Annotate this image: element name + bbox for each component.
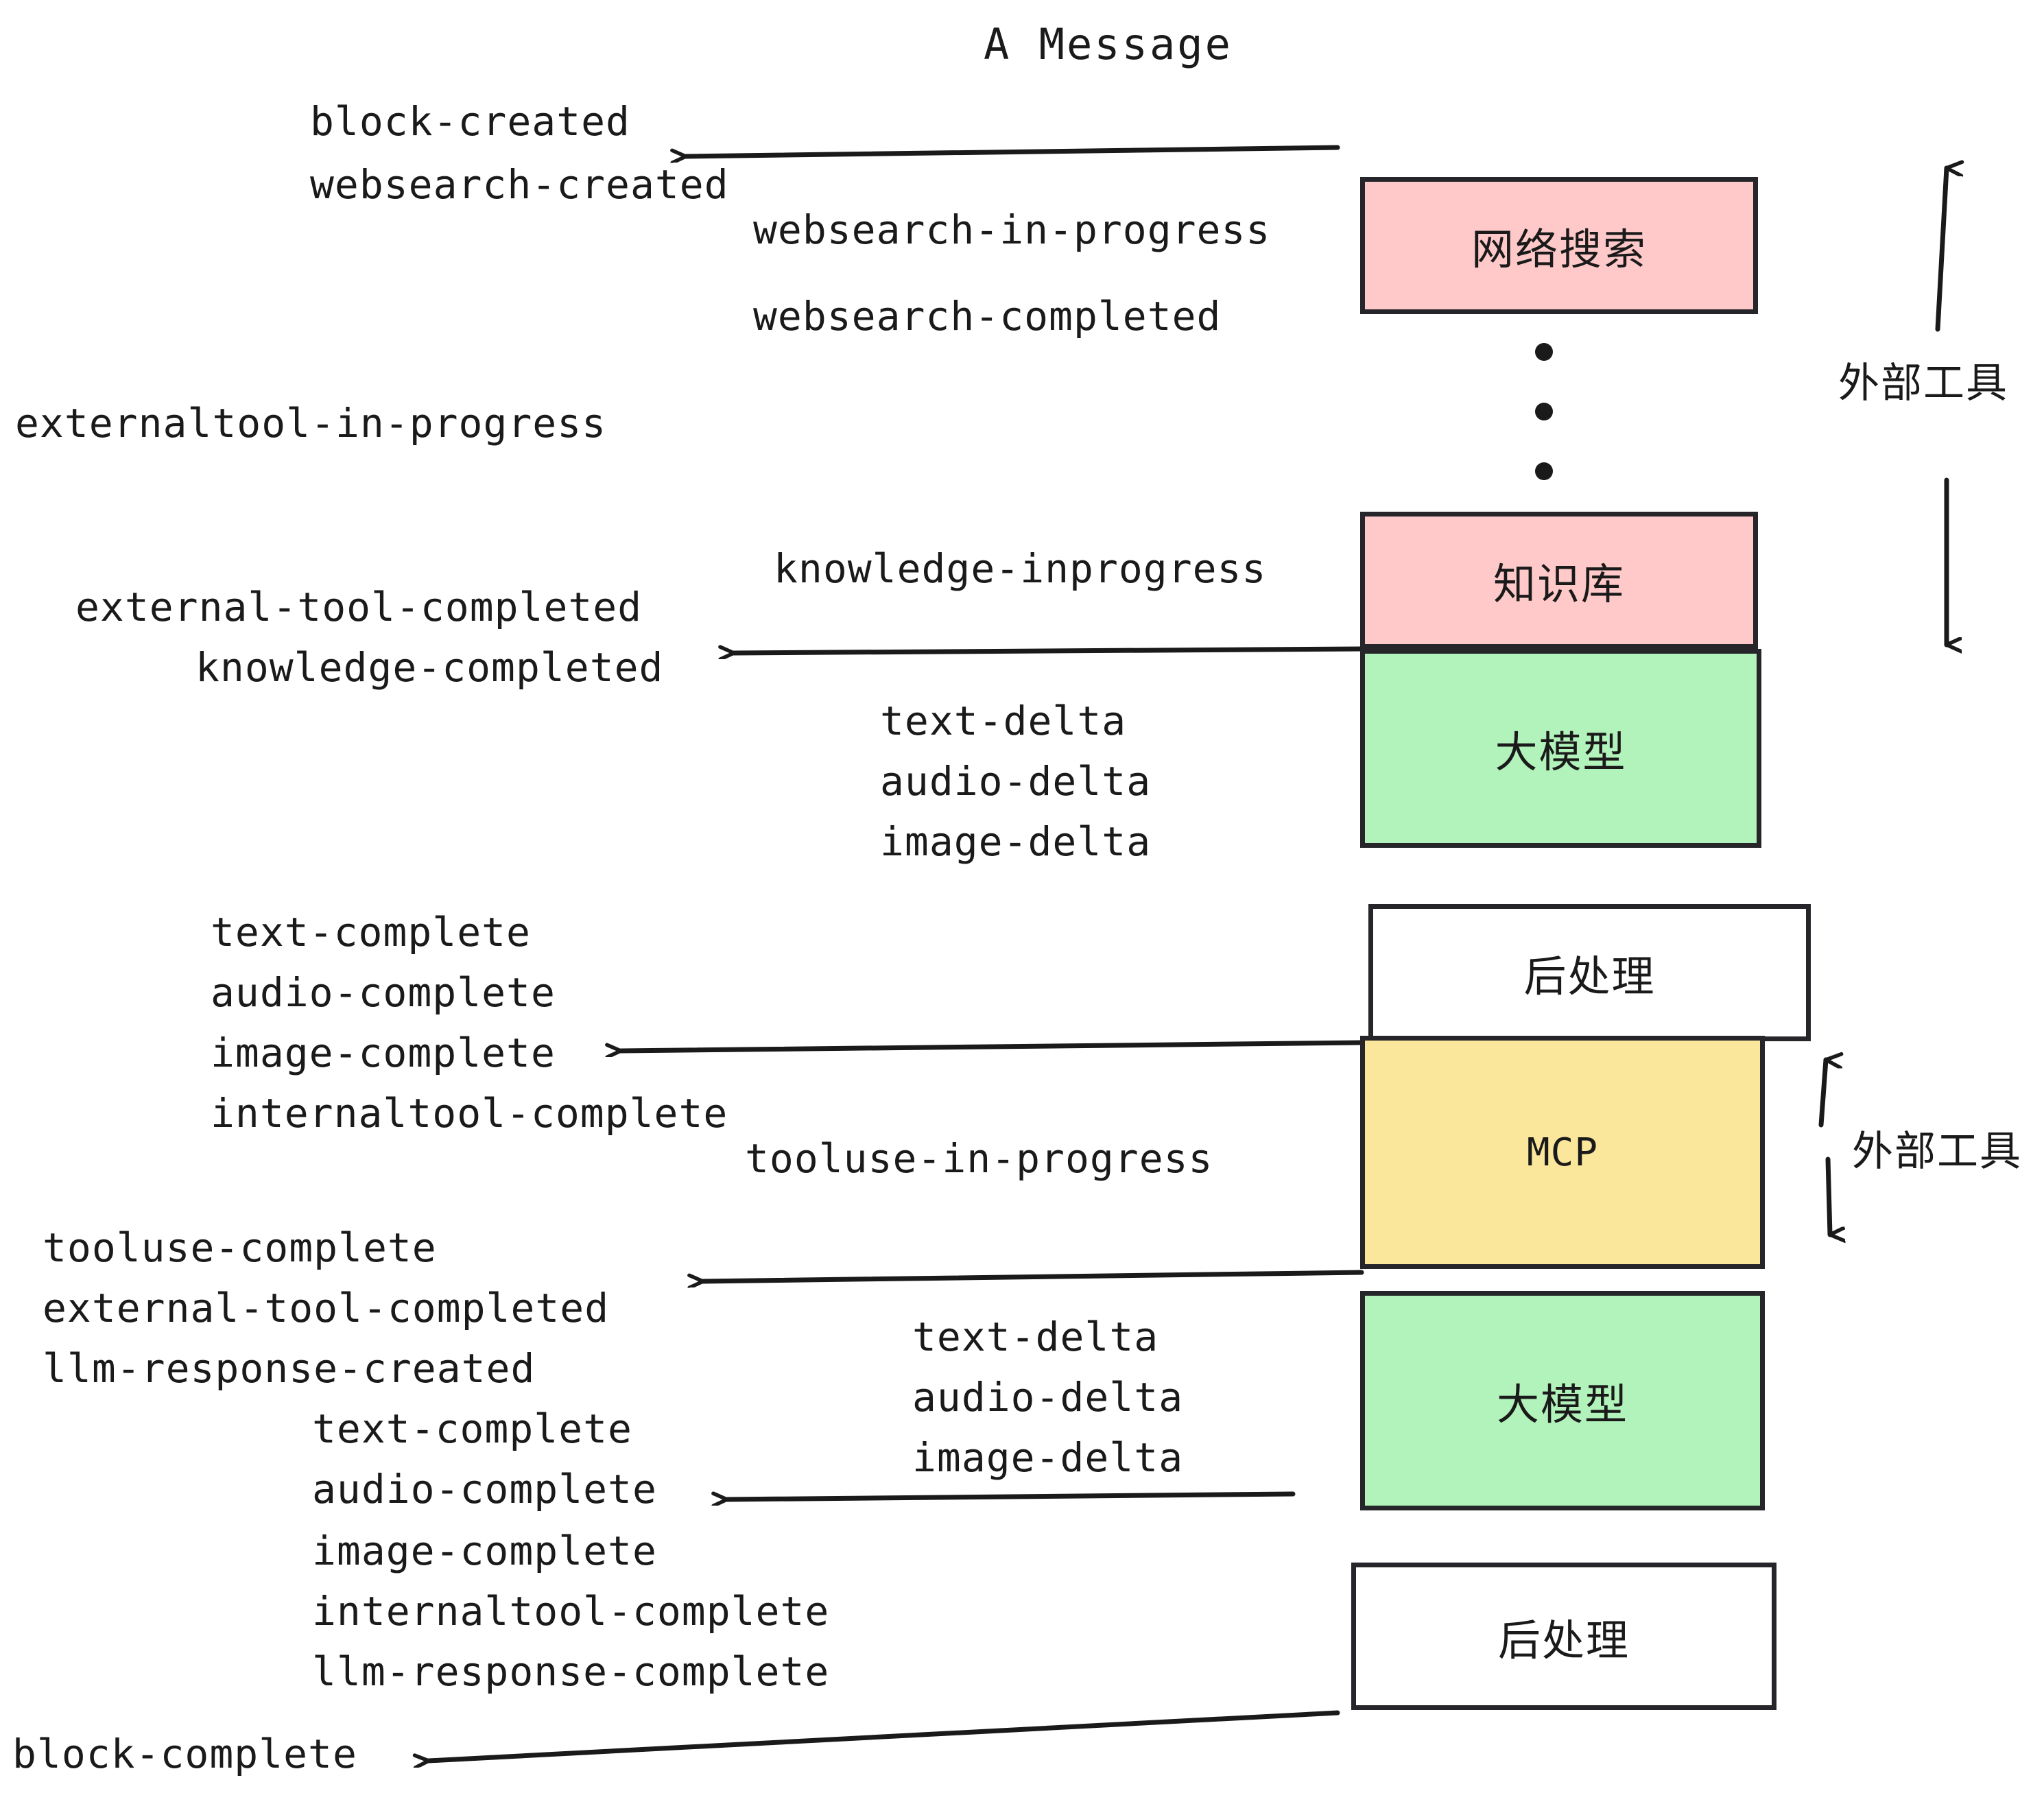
event-text-complete-1: text-complete — [211, 909, 531, 956]
event-text-delta-2: text-delta — [912, 1314, 1159, 1360]
box-knowledge-label: 知识库 — [1493, 559, 1625, 609]
box-mcp[interactable]: MCP — [1360, 1036, 1765, 1269]
box-postprocess-first-label: 后处理 — [1523, 951, 1656, 1001]
arrow-external-tool-down-mcp — [1825, 1156, 1830, 1235]
box-knowledge[interactable]: 知识库 — [1360, 512, 1758, 649]
event-audio-delta-1: audio-delta — [880, 758, 1152, 805]
arrow-external-tool-up-top — [1935, 168, 1947, 332]
event-knowledge-inprogress: knowledge-inprogress — [774, 545, 1267, 592]
event-image-complete-2: image-complete — [312, 1528, 657, 1574]
group-label-external-tool-mcp: 外部工具 — [1852, 1128, 2022, 1176]
box-llm-second-label: 大模型 — [1496, 1379, 1628, 1429]
ellipsis-dot — [1535, 343, 1553, 361]
event-externaltool-in-progress: externaltool-in-progress — [15, 400, 607, 447]
arrow-llm2-to-audio-complete — [727, 1494, 1296, 1499]
box-postprocess-first[interactable]: 后处理 — [1368, 904, 1811, 1041]
arrow-llm1-to-image-complete — [621, 1040, 1364, 1051]
event-external-tool-completed-1: external-tool-completed — [75, 584, 643, 630]
arrow-external-tool-up-mcp — [1818, 1060, 1826, 1128]
ellipsis-dot — [1535, 462, 1553, 480]
event-block-complete: block-complete — [12, 1731, 357, 1777]
box-llm-first[interactable]: 大模型 — [1360, 649, 1761, 848]
box-websearch-label: 网络搜索 — [1471, 224, 1647, 274]
event-llm-response-created: llm-response-created — [43, 1345, 536, 1392]
event-websearch-created: websearch-created — [310, 161, 729, 208]
arrow-mcp-to-tooluse-complete — [703, 1270, 1364, 1281]
event-websearch-completed: websearch-completed — [753, 293, 1222, 340]
box-postprocess-second[interactable]: 后处理 — [1351, 1563, 1776, 1710]
event-audio-complete-1: audio-complete — [211, 969, 556, 1016]
box-postprocess-second-label: 后处理 — [1497, 1615, 1630, 1665]
vertical-ellipsis — [1535, 343, 1553, 480]
page-title: A Message — [984, 19, 1233, 69]
box-llm-first-label: 大模型 — [1495, 727, 1627, 777]
event-audio-complete-2: audio-complete — [312, 1466, 657, 1512]
event-llm-response-complete: llm-response-complete — [312, 1648, 830, 1695]
box-websearch[interactable]: 网络搜索 — [1360, 177, 1758, 314]
event-image-delta-1: image-delta — [880, 818, 1152, 865]
event-websearch-in-progress: websearch-in-progress — [753, 206, 1271, 253]
event-image-delta-2: image-delta — [912, 1434, 1184, 1481]
event-internaltool-complete-1: internaltool-complete — [211, 1090, 728, 1137]
arrow-postprocess-to-block-complete — [429, 1710, 1340, 1761]
ellipsis-dot — [1535, 403, 1553, 420]
event-block-created: block-created — [310, 98, 630, 145]
event-text-delta-1: text-delta — [880, 698, 1127, 744]
event-tooluse-complete: tooluse-complete — [43, 1224, 437, 1271]
event-internaltool-complete-2: internaltool-complete — [312, 1588, 830, 1635]
event-image-complete-1: image-complete — [211, 1030, 556, 1076]
arrow-websearch-to-block-created — [686, 145, 1340, 156]
event-text-complete-2: text-complete — [312, 1405, 632, 1452]
event-audio-delta-2: audio-delta — [912, 1374, 1184, 1421]
arrow-knowledge-to-completed — [734, 649, 1364, 653]
group-label-external-tool-top: 外部工具 — [1838, 359, 2008, 407]
event-external-tool-completed-2: external-tool-completed — [43, 1285, 610, 1331]
box-llm-second[interactable]: 大模型 — [1360, 1291, 1765, 1510]
box-mcp-label: MCP — [1526, 1130, 1599, 1175]
event-knowledge-completed: knowledge-completed — [195, 644, 664, 691]
event-tooluse-in-progress: tooluse-in-progress — [745, 1135, 1213, 1182]
